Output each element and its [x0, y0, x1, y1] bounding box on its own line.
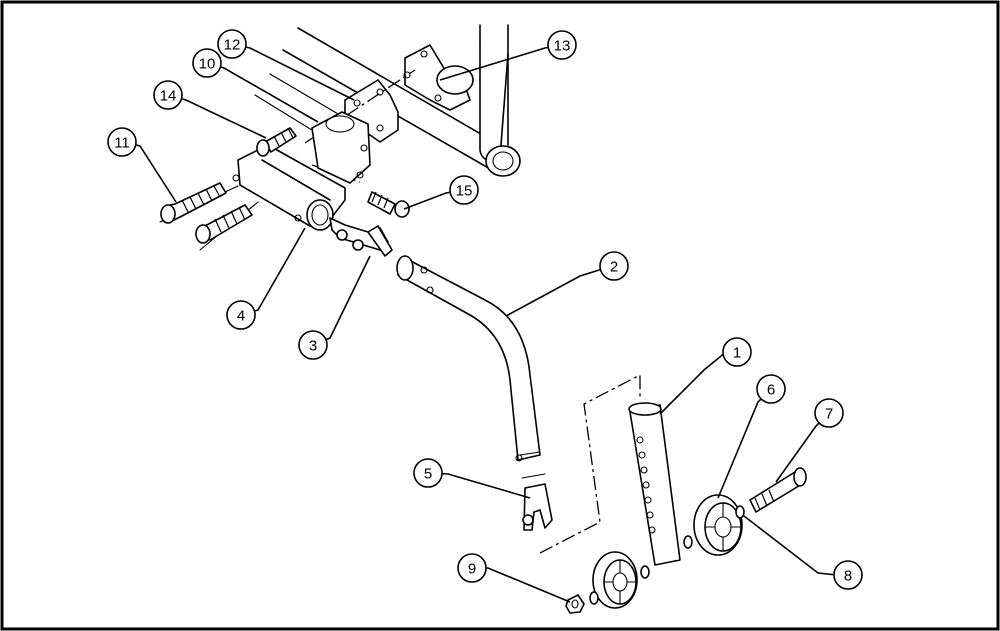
caster-tube — [628, 402, 681, 566]
callout-14: 14 — [153, 80, 183, 110]
callout-number: 9 — [468, 561, 476, 578]
callout-10: 10 — [192, 48, 222, 78]
clevis-fork — [521, 473, 553, 531]
alignment-line-caster — [539, 373, 641, 554]
callout-circle — [226, 300, 256, 330]
latch-pin — [329, 217, 393, 257]
callout-circle — [449, 175, 479, 205]
washer-8 — [735, 505, 745, 519]
bolt-14 — [256, 127, 297, 157]
nut-9 — [565, 594, 585, 614]
callout-circle — [107, 127, 137, 157]
callout-circle — [153, 80, 183, 110]
callout-number: 5 — [424, 466, 432, 483]
callout-circle — [722, 337, 752, 367]
callout-2: 2 — [599, 251, 629, 281]
caster-wheel-left — [592, 551, 638, 609]
callout-9: 9 — [457, 553, 487, 583]
callout-circle — [457, 553, 487, 583]
callout-4: 4 — [226, 300, 256, 330]
callout-circle — [413, 458, 443, 488]
caster-wheel-right — [693, 494, 743, 556]
wheelchair-frame-tubes — [254, 24, 521, 177]
callout-number: 12 — [224, 37, 241, 54]
callout-circle — [298, 330, 328, 360]
callout-8: 8 — [833, 560, 863, 590]
washer-b — [640, 565, 650, 579]
callout-number: 6 — [767, 382, 775, 399]
callout-circle — [192, 48, 222, 78]
bolt-pair-11 — [159, 182, 259, 251]
callout-15: 15 — [449, 175, 479, 205]
callout-1: 1 — [722, 337, 752, 367]
bolt-15 — [367, 191, 410, 218]
callout-number: 7 — [825, 406, 833, 423]
callout-number: 2 — [610, 259, 618, 276]
callout-circle — [599, 251, 629, 281]
callout-6: 6 — [756, 374, 786, 404]
callout-number: 11 — [114, 135, 130, 152]
callout-number: 13 — [554, 38, 571, 55]
callout-circle — [833, 560, 863, 590]
callout-number: 15 — [456, 183, 473, 200]
callout-number: 3 — [309, 338, 317, 355]
callout-5: 5 — [413, 458, 443, 488]
callout-number: 10 — [199, 56, 216, 73]
callout-circle — [756, 374, 786, 404]
callout-12: 12 — [217, 29, 247, 59]
callout-number: 1 — [733, 345, 741, 362]
callout-number: 8 — [844, 568, 852, 585]
clamp-block — [311, 111, 371, 184]
alignment-line-upper — [304, 69, 416, 144]
washer-c — [589, 591, 599, 605]
callout-number: 14 — [160, 88, 177, 105]
washer-a — [683, 535, 693, 549]
callout-number: 4 — [237, 308, 245, 325]
upper-clamp-bracket — [344, 44, 474, 143]
curved-leg-tube — [396, 255, 541, 462]
callout-circle — [217, 29, 247, 59]
callout-7: 7 — [814, 398, 844, 428]
callout-3: 3 — [298, 330, 328, 360]
axle-bolt — [749, 467, 807, 513]
callout-11: 11 — [107, 127, 137, 157]
callout-circle — [547, 30, 577, 60]
callout-13: 13 — [547, 30, 577, 60]
callout-circle — [814, 398, 844, 428]
mount-tube — [232, 144, 346, 231]
